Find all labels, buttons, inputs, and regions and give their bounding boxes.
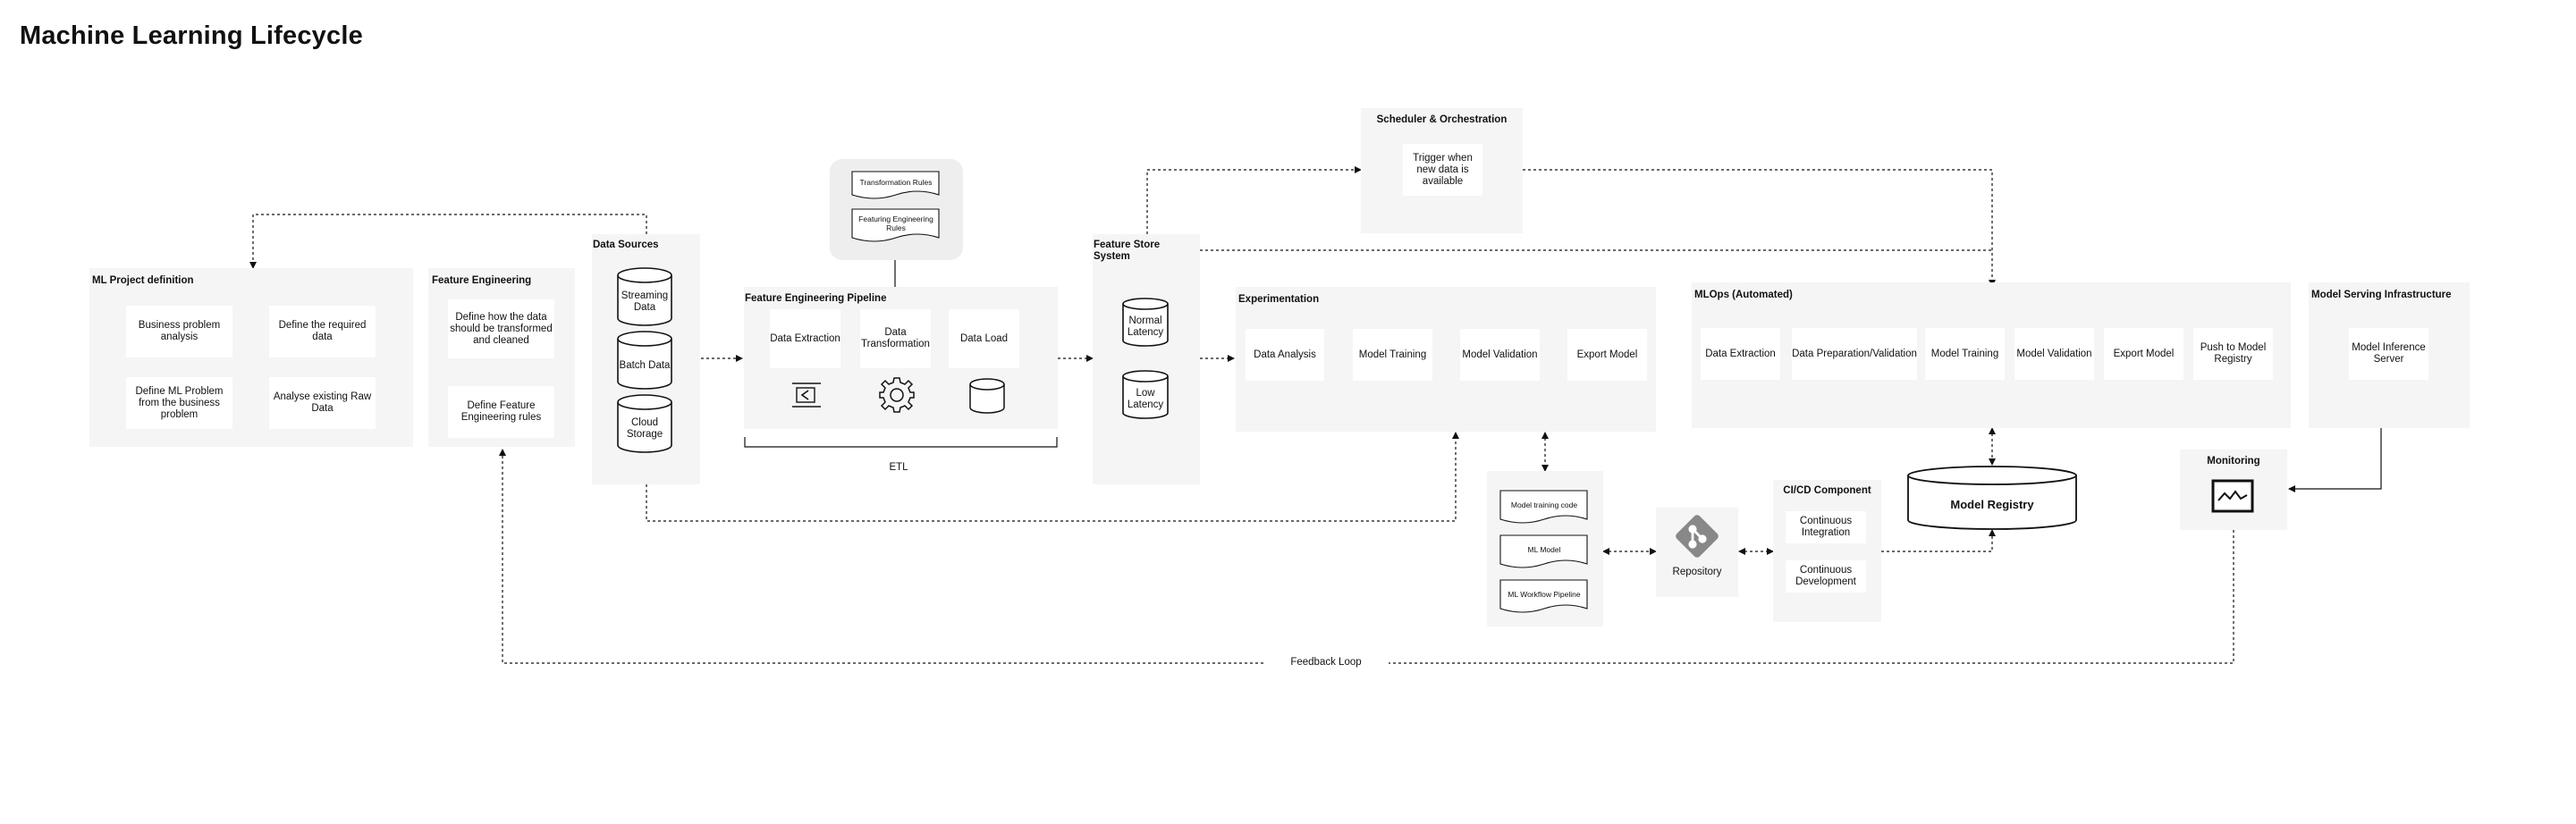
repository-label: Repository [1672, 567, 1722, 577]
gear-icon [879, 377, 915, 413]
feature-engineering-title: Feature Engineering [432, 275, 532, 286]
define-transform-clean: Define how the data should be transforme… [448, 299, 554, 358]
batch-data-cylinder [617, 331, 672, 390]
exp-data-analysis: Data Analysis [1246, 329, 1324, 381]
mlops-title: MLOps (Automated) [1694, 290, 1793, 300]
define-ml-problem: Define ML Problem from the business prob… [126, 377, 232, 429]
feedback-loop-label: Feedback Loop [1263, 657, 1389, 668]
business-problem-analysis: Business problem analysis [126, 306, 232, 357]
define-required-data: Define the required data [269, 306, 376, 357]
define-fe-rules: Define Feature Engineering rules [448, 386, 554, 438]
monitor-icon [2211, 479, 2254, 513]
mlops-data-extraction: Data Extraction [1701, 328, 1780, 380]
featuring-engineering-rules: Featuring Engineering Rules [858, 214, 933, 232]
exp-model-validation: Model Validation [1460, 329, 1540, 381]
fe-data-load: Data Load [949, 309, 1019, 368]
continuous-development: Continuous Development [1786, 560, 1866, 593]
serving-title: Model Serving Infrastructure [2311, 290, 2452, 300]
etl-label: ETL [889, 462, 908, 473]
feature-store-panel [1093, 234, 1200, 484]
fe-data-extraction: Data Extraction [770, 309, 840, 368]
trigger-new-data: Trigger when new data is available [1403, 144, 1482, 196]
mlops-data-preparation: Data Preparation/Validation [1792, 328, 1917, 380]
cloud-storage-cylinder [617, 394, 672, 453]
cicd-title: CI/CD Component [1783, 485, 1871, 496]
normal-latency-label: Normal Latency [1127, 315, 1164, 338]
scheduler-title: Scheduler & Orchestration [1376, 114, 1508, 125]
streaming-data-label: Streaming Data [621, 290, 669, 313]
streaming-data-cylinder [617, 267, 672, 326]
ml-project-title: ML Project definition [92, 275, 194, 286]
artifact-documents [1499, 490, 1588, 613]
monitoring-title: Monitoring [2207, 456, 2260, 467]
mlops-export-model: Export Model [2104, 328, 2183, 380]
mlops-model-training: Model Training [1925, 328, 2005, 380]
cicd-panel [1773, 480, 1881, 622]
fe-data-transformation: Data Transformation [860, 309, 931, 368]
exp-model-training: Model Training [1353, 329, 1432, 381]
extract-icon [792, 383, 821, 408]
fe-pipeline-title: Feature Engineering Pipeline [745, 293, 887, 304]
model-registry-cylinder [1907, 466, 2077, 530]
mlops-model-validation: Model Validation [2014, 328, 2094, 380]
ml-workflow-pipeline: ML Workflow Pipeline [1508, 590, 1581, 599]
low-latency-label: Low Latency [1127, 388, 1164, 410]
experimentation-title: Experimentation [1238, 294, 1320, 305]
continuous-integration: Continuous Integration [1786, 511, 1866, 543]
feature-store-title: Feature Store System [1094, 240, 1161, 262]
normal-latency-cylinder [1122, 298, 1169, 347]
cloud-storage-label: Cloud Storage [626, 417, 663, 440]
low-latency-cylinder [1122, 370, 1169, 419]
data-sources-title: Data Sources [593, 240, 659, 250]
page-title: Machine Learning Lifecycle [20, 21, 363, 50]
git-icon [1676, 515, 1719, 558]
mlops-push-registry: Push to Model Registry [2193, 328, 2273, 380]
ml-model: ML Model [1527, 545, 1561, 554]
transformation-rules: Transformation Rules [859, 178, 933, 187]
model-registry-label: Model Registry [1950, 497, 2034, 511]
analyse-raw-data: Analyse existing Raw Data [269, 377, 376, 429]
database-icon [969, 378, 1005, 414]
batch-data-label: Batch Data [619, 359, 671, 371]
model-training-code: Model training code [1510, 500, 1578, 509]
rules-documents [851, 171, 940, 242]
exp-export-model: Export Model [1567, 329, 1647, 381]
model-inference-server: Model Inference Server [2349, 328, 2428, 380]
